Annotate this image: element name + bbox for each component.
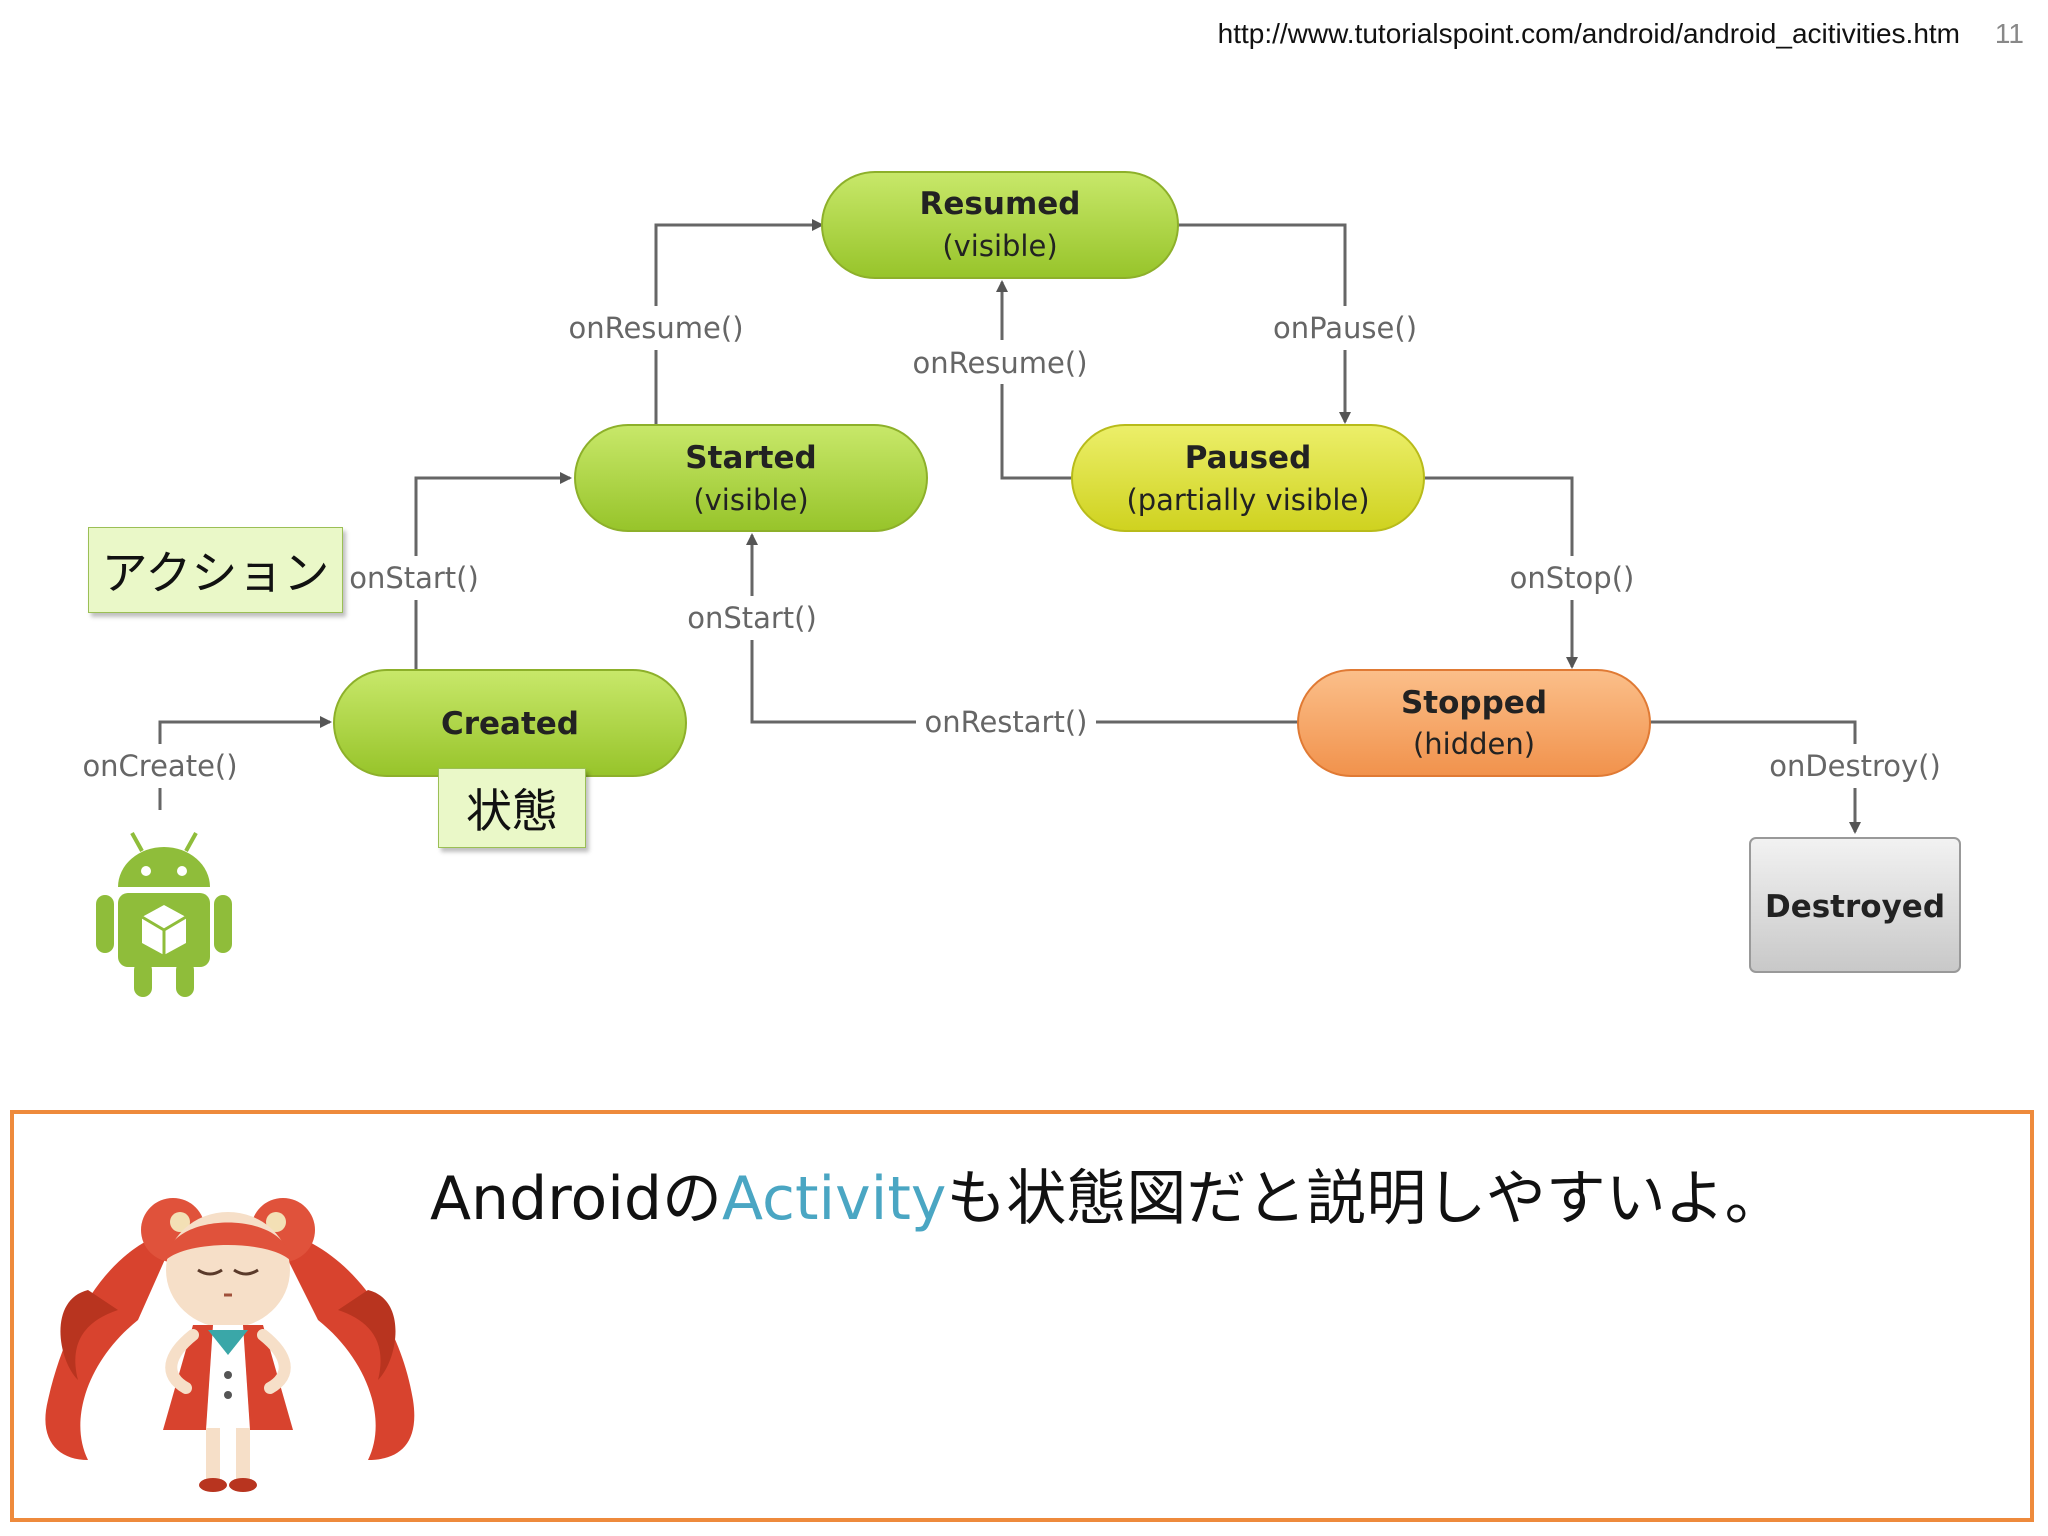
label-oncreate: onCreate() [82, 749, 237, 783]
arrow-onresume-started [654, 219, 824, 425]
state-started: Started (visible) [574, 424, 928, 532]
callout-text-rest: も状態図だと説明しやすいよ。 [946, 1164, 1785, 1234]
arrow-onrestart [746, 533, 1298, 724]
state-destroyed: Destroyed [1749, 837, 1961, 973]
state-started-title: Started [685, 440, 816, 476]
state-resumed-subtitle: (visible) [942, 229, 1057, 263]
state-destroyed-title: Destroyed [1765, 889, 1945, 925]
arrow-onstart-created [414, 472, 572, 672]
state-resumed: Resumed (visible) [821, 171, 1179, 279]
android-robot-icon [96, 832, 232, 997]
state-stopped: Stopped (hidden) [1297, 669, 1651, 777]
callout-text: AndroidのActivityも状態図だと説明しやすいよ。 [430, 1150, 1785, 1237]
callout-text-no: の [661, 1164, 722, 1234]
callout-text-android: Android [430, 1164, 662, 1234]
arrow-ondestroy [1650, 720, 1861, 834]
arrow-onstop [1424, 476, 1578, 669]
label-onresume-started: onResume() [568, 311, 743, 345]
label-onrestart: onRestart() [925, 705, 1088, 739]
label-onstart-created: onStart() [349, 561, 479, 595]
state-paused-subtitle: (partially visible) [1126, 483, 1369, 517]
state-stopped-title: Stopped [1401, 685, 1547, 721]
page-number: 11 [1994, 18, 2024, 49]
state-paused-title: Paused [1185, 440, 1312, 476]
page-url: http://www.tutorialspoint.com/android/an… [1217, 18, 1960, 49]
state-resumed-title: Resumed [920, 186, 1081, 222]
state-created: Created [333, 669, 687, 777]
state-started-subtitle: (visible) [693, 483, 808, 517]
note-state: 状態 [438, 768, 586, 848]
arrow-onpause [1178, 223, 1351, 424]
activity-lifecycle-diagram: Resumed (visible) Started (visible) Paus… [82, 171, 1961, 997]
note-action: アクション [88, 527, 343, 613]
anime-mascot-icon [45, 1198, 415, 1492]
label-onresume-paused: onResume() [912, 346, 1087, 380]
label-onstop: onStop() [1510, 561, 1635, 595]
state-created-title: Created [441, 706, 579, 742]
state-stopped-subtitle: (hidden) [1413, 727, 1535, 761]
state-paused: Paused (partially visible) [1071, 424, 1425, 532]
label-ondestroy: onDestroy() [1769, 749, 1941, 783]
label-onpause: onPause() [1273, 311, 1417, 345]
label-onstart-restart: onStart() [687, 601, 817, 635]
callout-text-accent: Activity [721, 1164, 947, 1234]
